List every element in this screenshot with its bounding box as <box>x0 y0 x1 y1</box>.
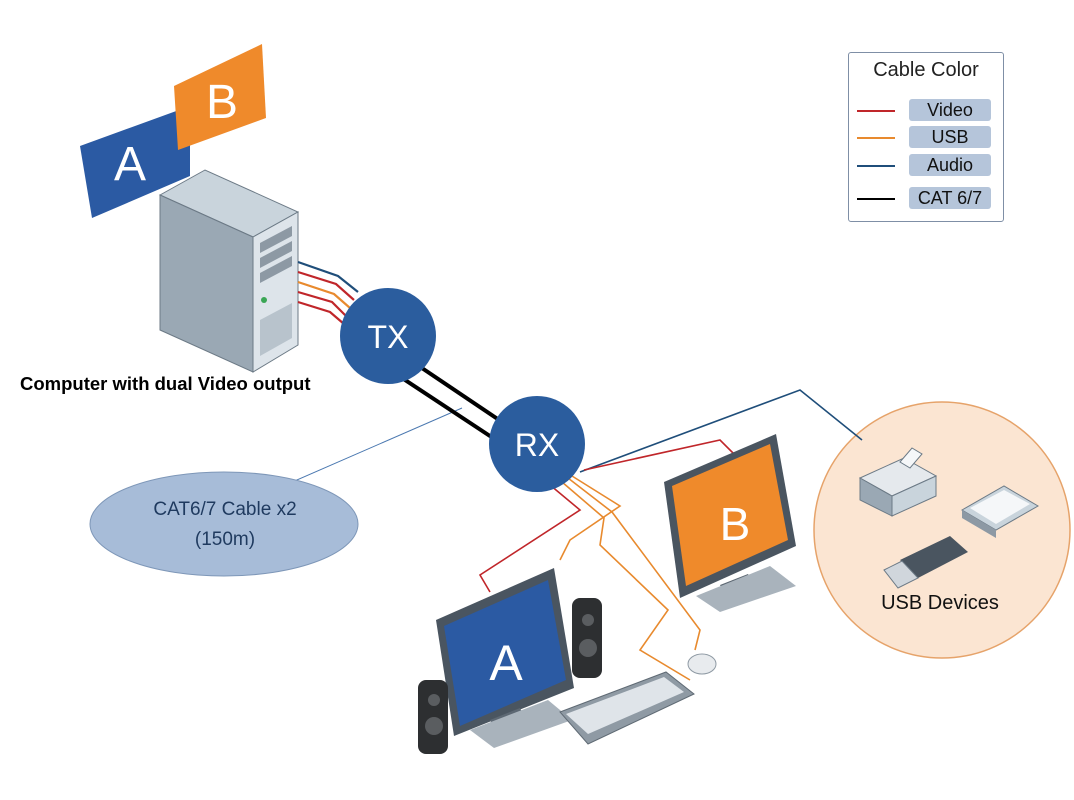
monitor-b-icon: B <box>664 434 796 612</box>
legend-item-audio: Audio <box>857 154 997 178</box>
legend-title: Cable Color <box>873 59 979 81</box>
tx-label: TX <box>368 319 409 355</box>
usb-stick-icon <box>883 536 968 589</box>
tile-b <box>174 44 266 150</box>
usb-devices-caption: USB Devices <box>881 592 999 614</box>
monitor-a-label: A <box>489 635 523 691</box>
legend-label: Audio <box>909 154 991 176</box>
computer-caption: Computer with dual Video output <box>20 373 311 394</box>
legend-item-cat: CAT 6/7 <box>857 187 997 211</box>
scanner-icon <box>961 485 1039 538</box>
monitor-b-label: B <box>720 498 751 550</box>
cable-caption: CAT6/7 Cable x2 (150m) <box>90 474 360 576</box>
legend-label: Video <box>909 99 991 121</box>
legend-item-usb: USB <box>857 126 997 150</box>
cable-caption-line2: (150m) <box>194 529 256 550</box>
rx-node <box>489 396 585 492</box>
cable-color-legend: Cable Color Video USB Audio CAT 6/7 <box>848 52 1004 222</box>
cat-cables <box>394 358 510 442</box>
legend-swatch <box>857 165 895 167</box>
legend-item-video: Video <box>857 99 997 123</box>
cable-callout-ellipse <box>89 471 359 577</box>
legend-label: CAT 6/7 <box>909 187 991 209</box>
tile-a <box>80 106 190 218</box>
speaker-left-icon <box>418 680 448 754</box>
usb-devices-circle <box>813 401 1071 659</box>
computer-tower-icon <box>158 169 300 373</box>
monitor-a-icon: A <box>436 568 574 748</box>
rx-output-cables <box>478 389 863 681</box>
tile-b-label: B <box>206 76 238 129</box>
mouse-icon <box>687 653 717 675</box>
legend-label: USB <box>909 126 991 148</box>
legend-swatch <box>857 110 895 112</box>
legend-swatch <box>857 137 895 139</box>
speaker-right-icon <box>572 598 602 678</box>
cable-caption-line1: CAT6/7 Cable x2 <box>153 499 297 520</box>
computer-tx-cables <box>297 260 359 325</box>
tile-a-label: A <box>114 138 146 191</box>
rx-label: RX <box>515 427 559 463</box>
legend-swatch <box>857 198 895 200</box>
keyboard-icon <box>559 671 695 745</box>
printer-icon <box>858 447 938 517</box>
tx-node <box>340 288 436 384</box>
